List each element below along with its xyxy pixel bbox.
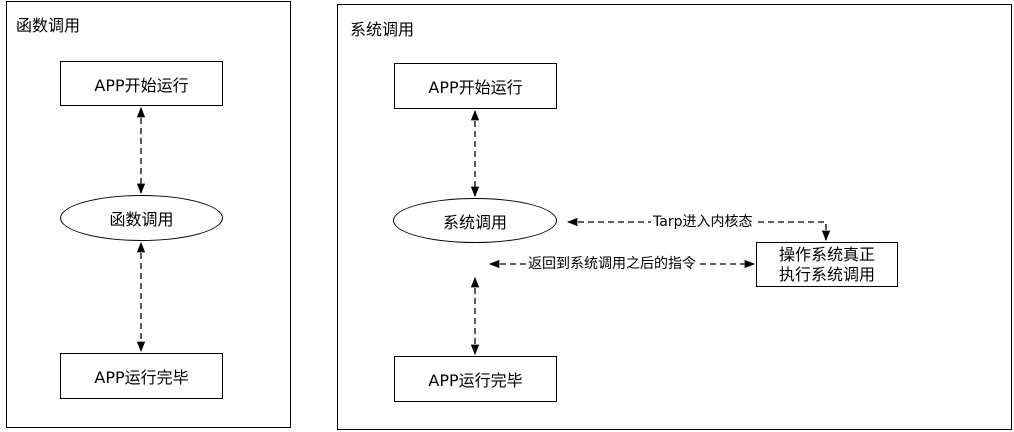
right-app-end-node: APP运行完毕 [394,356,557,402]
os-node-line2: 执行系统调用 [778,264,875,284]
os-execute-system-call-node: 操作系统真正 执行系统调用 [756,242,898,287]
system-call-panel [337,4,1012,430]
left-function-call-node: 函数调用 [60,195,223,241]
left-app-start-node: APP开始运行 [60,61,223,106]
return-label: 返回到系统调用之后的指令 [526,255,698,273]
right-system-call-node: 系统调用 [393,198,557,243]
system-call-panel-title: 系统调用 [350,20,415,39]
function-call-panel-title: 函数调用 [16,16,81,35]
trap-label: Tarp进入内核态 [651,213,755,231]
right-app-start-node: APP开始运行 [394,63,557,109]
function-call-panel [6,1,291,428]
left-app-end-node: APP运行完毕 [60,353,223,399]
os-node-line1: 操作系统真正 [778,244,875,264]
